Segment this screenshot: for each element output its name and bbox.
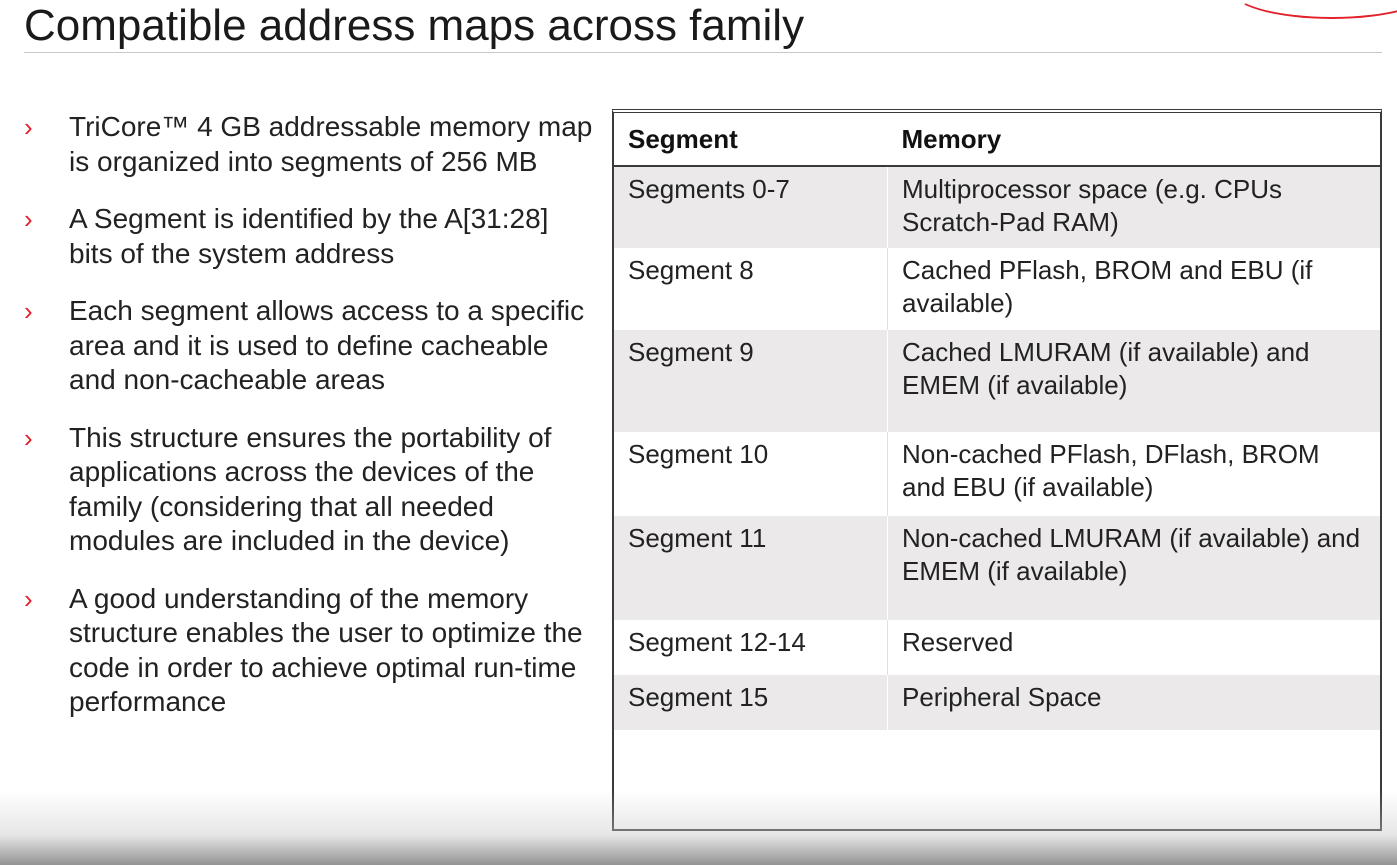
chevron-right-icon: › [24,583,33,614]
segment-cell: Segment 8 [614,248,888,330]
memory-cell: Cached LMURAM (if available) and EMEM (i… [887,330,1380,432]
segment-cell: Segment 15 [614,675,888,730]
table-row: Segment 8 Cached PFlash, BROM and EBU (i… [614,248,1380,330]
page-title: Compatible address maps across family [24,1,805,50]
header-memory: Memory [887,113,1380,167]
chevron-right-icon: › [24,112,33,142]
bullet-text: TriCore™ 4 GB addressable memory map is … [69,111,593,177]
table-row: Segment 12-14 Reserved [614,620,1380,675]
table-row: Segment 9 Cached LMURAM (if available) a… [614,330,1380,432]
chevron-right-icon: › [24,296,33,326]
table-header-row: Segment Memory [614,113,1380,167]
table-row: Segment 11 Non-cached LMURAM (if availab… [614,516,1380,620]
segment-memory-table: Segment Memory Segments 0-7 Multiprocess… [614,113,1380,730]
segment-cell: Segments 0-7 [614,166,888,248]
table-row: Segments 0-7 Multiprocessor space (e.g. … [614,166,1380,248]
bullet-item: › Each segment allows access to a specif… [24,294,594,398]
chevron-right-icon: › [24,204,33,234]
memory-cell: Non-cached LMURAM (if available) and EME… [887,516,1380,620]
memory-cell: Peripheral Space [887,675,1380,730]
title-divider [24,52,1382,53]
bullet-item: › This structure ensures the portability… [24,421,594,559]
bullet-item: › A good understanding of the memory str… [24,582,594,720]
bullet-list: › TriCore™ 4 GB addressable memory map i… [24,110,594,743]
memory-cell: Non-cached PFlash, DFlash, BROM and EBU … [902,439,1320,502]
bullet-text: A Segment is identified by the A[31:28] … [69,203,549,269]
segment-cell: Segment 12-14 [614,620,888,675]
chevron-right-icon: › [24,422,33,453]
table-row: Segment 15 Peripheral Space [614,675,1380,730]
memory-cell: Multiprocessor space (e.g. CPUs Scratch-… [887,166,1380,248]
bullet-text: A good understanding of the memory struc… [69,582,583,718]
table-row: Segment 10 Non-cached PFlash, DFlash, BR… [614,432,1380,516]
header-segment: Segment [614,113,888,167]
memory-cell: Cached PFlash, BROM and EBU (if availabl… [902,255,1313,318]
segment-cell: Segment 10 [614,432,888,516]
bullet-item: › A Segment is identified by the A[31:28… [24,202,594,271]
segment-cell: Segment 9 [614,330,888,432]
logo-swoosh [1230,0,1397,19]
bullet-text: This structure ensures the portability o… [69,421,552,557]
bullet-item: › TriCore™ 4 GB addressable memory map i… [24,110,594,179]
segment-cell: Segment 11 [614,516,888,620]
memory-cell: Reserved [902,627,1014,657]
bullet-text: Each segment allows access to a specific… [69,295,585,395]
segment-table-container: Segment Memory Segments 0-7 Multiprocess… [612,109,1382,831]
